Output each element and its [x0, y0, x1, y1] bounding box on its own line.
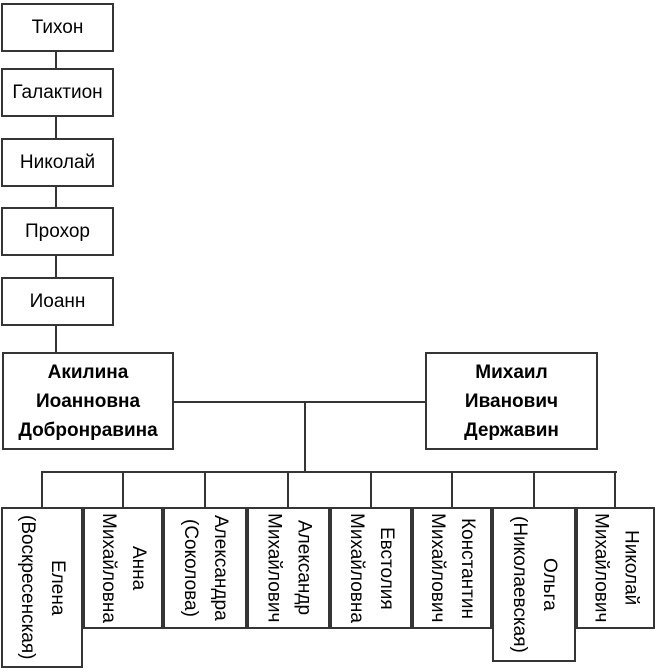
ancestor-spine-line: [55, 26, 57, 354]
person-name: Николай Михайлович: [590, 513, 642, 623]
children-rail-line: [41, 471, 617, 473]
person-name: Галактион: [12, 81, 103, 103]
person-name: Константин Михайлович: [427, 513, 478, 623]
child-box-elena: Елена (Воскресенская): [1, 507, 83, 668]
ancestor-box-nikolay: Николай: [1, 138, 114, 187]
child-box-anna: Анна Михайловна: [83, 507, 163, 629]
person-name: Ольга (Николаевская): [509, 516, 560, 653]
child-box-olga: Ольга (Николаевская): [492, 507, 576, 662]
person-name: Николай: [19, 151, 96, 173]
child-drop-line: [533, 471, 535, 508]
ancestor-box-prokhor: Прохор: [1, 207, 114, 256]
child-drop-line: [122, 471, 124, 508]
person-name: Александра (Соколова): [180, 515, 231, 621]
person-name: Иоанн: [29, 290, 86, 312]
person-name: Акилина Иоанновна Добронравина: [18, 361, 158, 441]
ancestor-box-galaktion: Галактион: [1, 68, 114, 117]
child-box-aleksandr: Александр Михайлович: [247, 507, 330, 629]
child-drop-line: [451, 471, 453, 508]
ancestor-box-tikhon: Тихон: [1, 3, 114, 52]
person-name: Анна Михайловна: [98, 513, 149, 623]
parent-box-akilina: Акилина Иоанновна Добронравина: [2, 352, 174, 450]
child-drop-line: [614, 471, 616, 508]
marriage-line: [174, 401, 425, 403]
person-name: Александр Михайлович: [263, 513, 315, 623]
child-drop-line: [370, 471, 372, 508]
person-name: Прохор: [25, 220, 90, 242]
child-drop-line: [204, 471, 206, 508]
child-box-nikolay-jr: Николай Михайлович: [576, 507, 655, 629]
person-name: Тихон: [31, 16, 84, 38]
parent-box-mikhail: Михаил Иванович Державин: [425, 352, 598, 450]
person-name: Михаил Иванович Державин: [464, 361, 559, 441]
ancestor-box-ioann: Иоанн: [1, 277, 114, 326]
child-box-evstoliya: Евстолия Михайловна: [330, 507, 412, 629]
child-box-konstantin: Константин Михайлович: [412, 507, 492, 629]
person-name: Евстолия Михайловна: [346, 513, 397, 623]
child-box-aleksandra: Александра (Соколова): [163, 507, 247, 629]
person-name: Елена (Воскресенская): [17, 515, 68, 660]
marriage-drop-line: [304, 402, 306, 473]
child-drop-line: [41, 471, 43, 508]
child-drop-line: [287, 471, 289, 508]
